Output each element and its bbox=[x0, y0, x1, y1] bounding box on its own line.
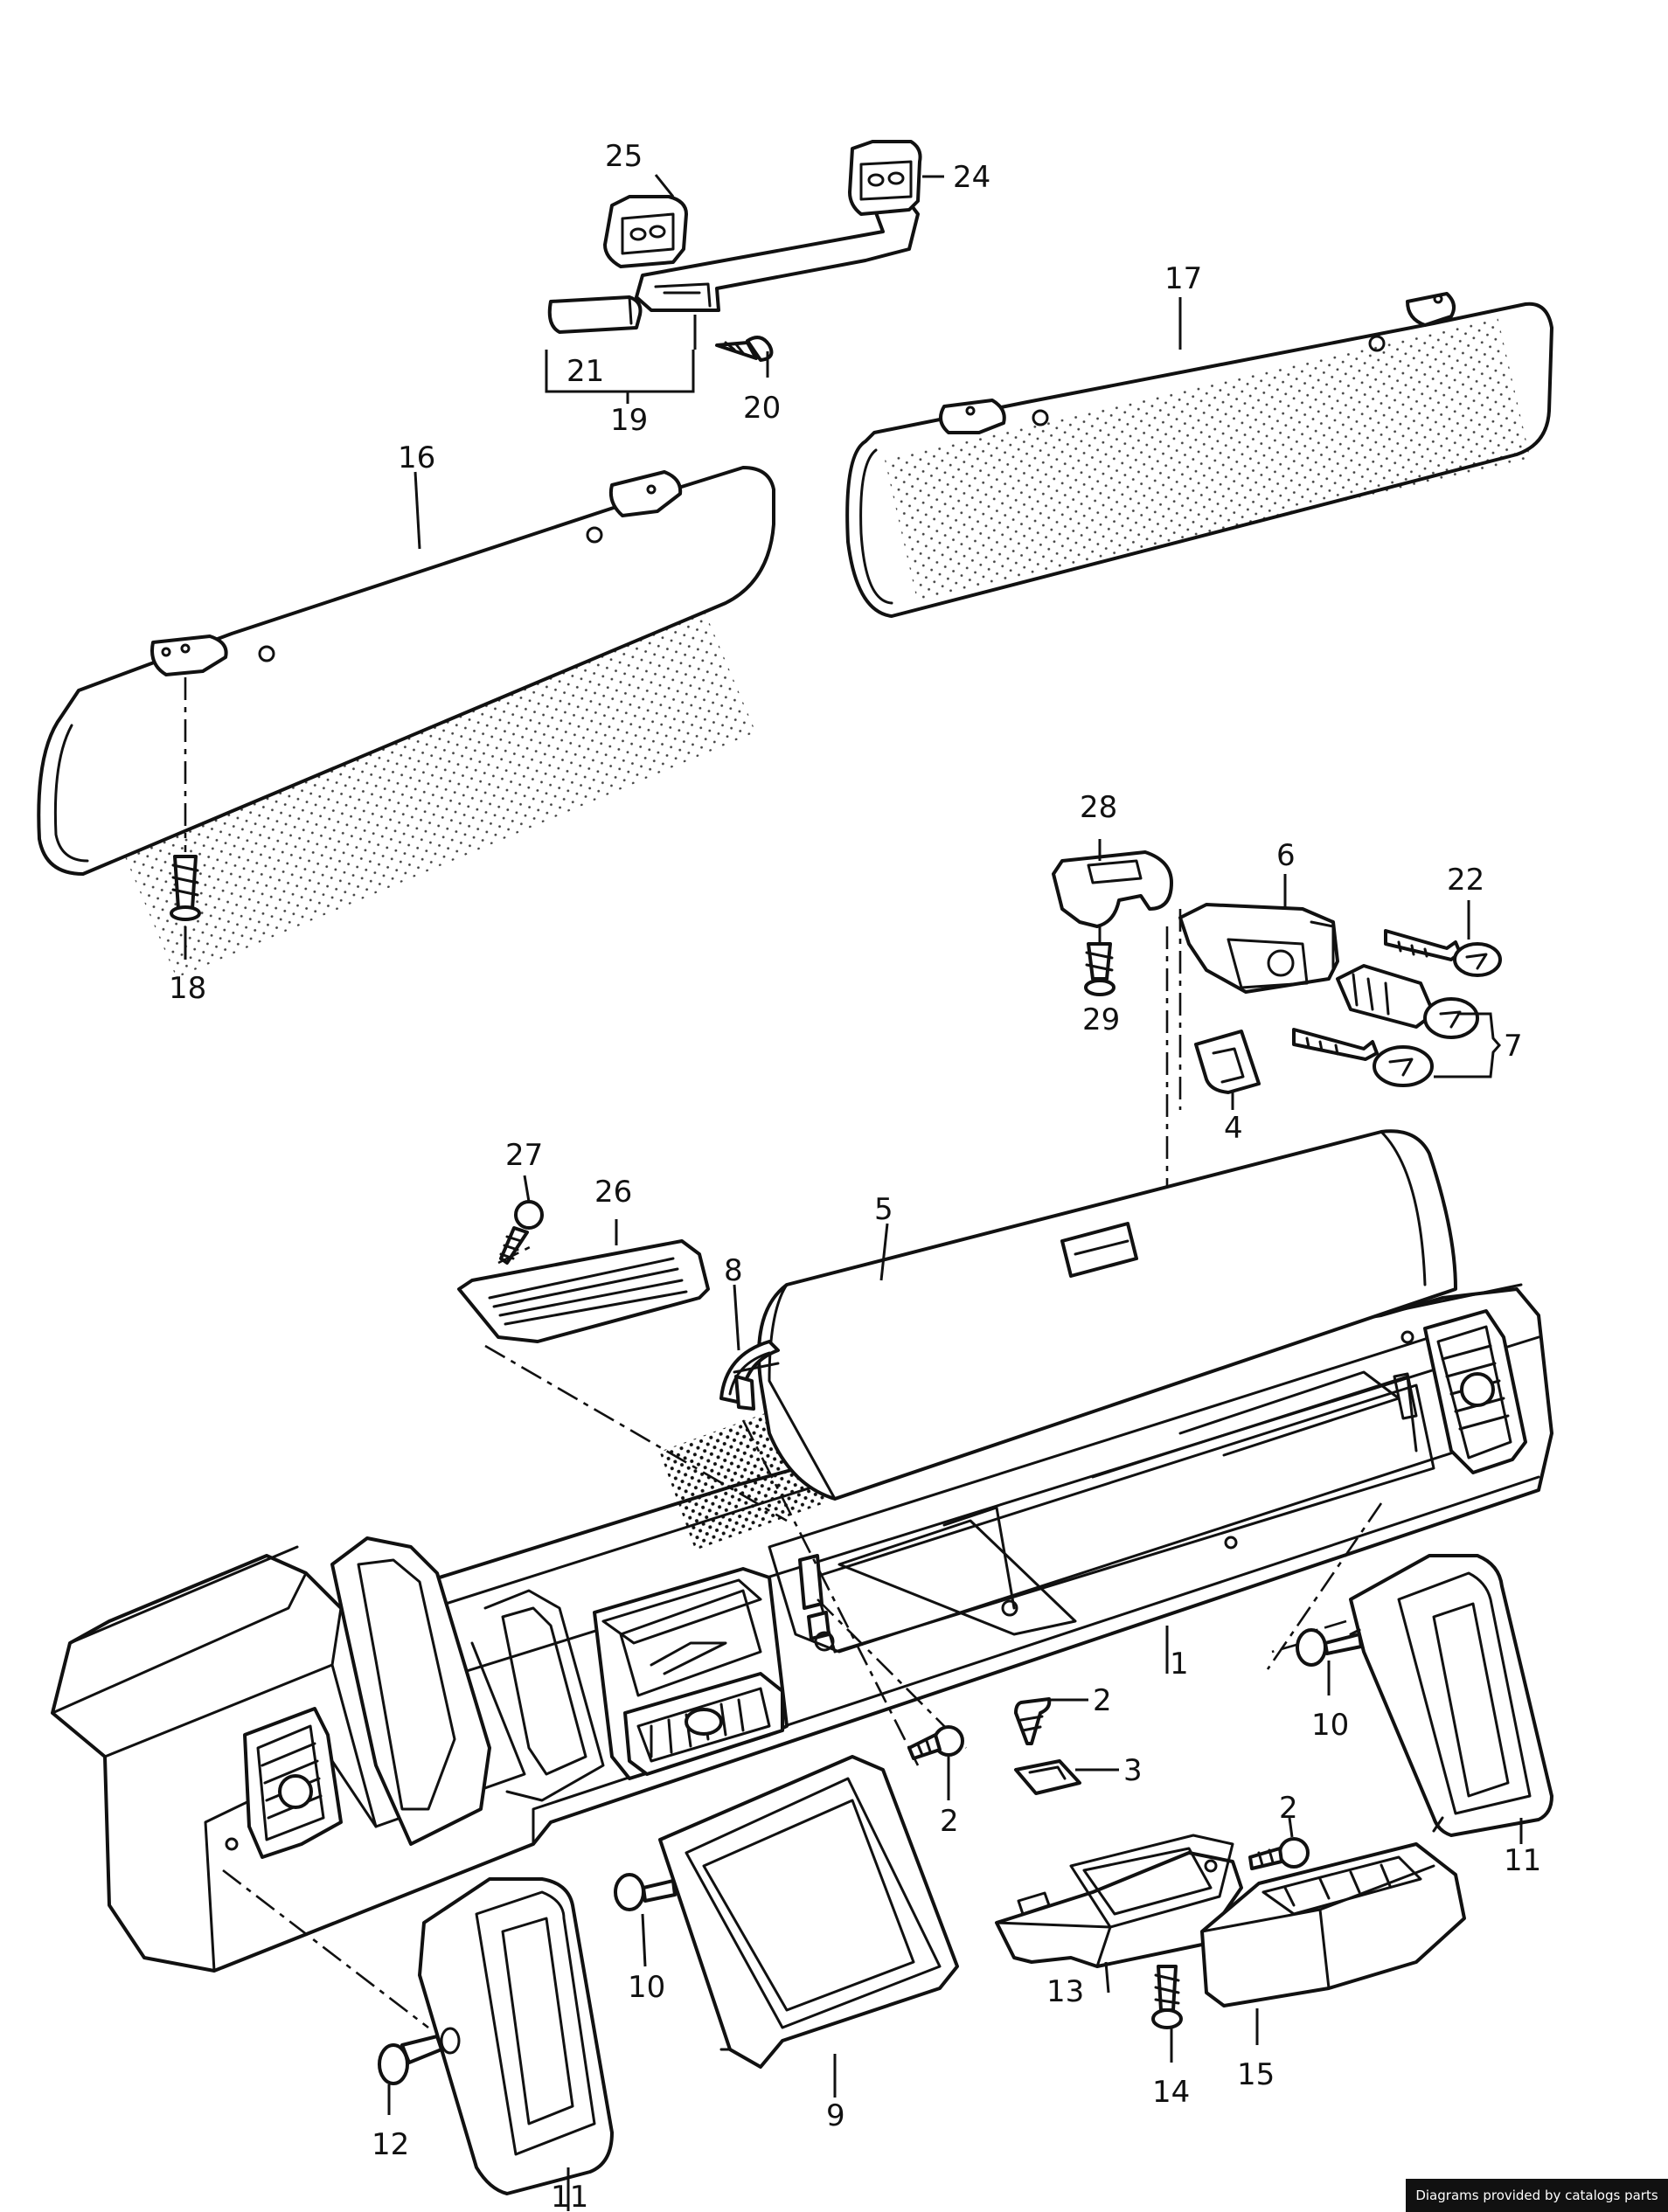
clip-10-left bbox=[614, 1873, 677, 1911]
callout-12: 12 bbox=[372, 2127, 409, 2162]
bracket-7 bbox=[1434, 1012, 1501, 1078]
callout-27: 27 bbox=[505, 1138, 543, 1173]
ashtray-15 bbox=[1200, 1842, 1466, 2007]
callout-6: 6 bbox=[1276, 838, 1296, 873]
callout-17: 17 bbox=[1164, 261, 1202, 296]
end-cap-24 bbox=[848, 140, 922, 216]
key-22 bbox=[1384, 929, 1502, 977]
callout-8: 8 bbox=[724, 1253, 743, 1288]
cover-21 bbox=[547, 295, 643, 334]
bracket-8 bbox=[719, 1340, 780, 1411]
cover-plate-26 bbox=[457, 1239, 710, 1343]
leader-lines bbox=[387, 471, 1523, 2211]
bracket-19 bbox=[545, 350, 695, 393]
callout-15: 15 bbox=[1237, 2057, 1275, 2092]
callout-2-right: 2 bbox=[1279, 1791, 1298, 1826]
callout-25: 25 bbox=[605, 139, 643, 174]
callout-10-left: 10 bbox=[628, 1970, 665, 2005]
screw-29 bbox=[1084, 942, 1115, 996]
callout-9: 9 bbox=[826, 2098, 845, 2133]
key-7 bbox=[1292, 1028, 1434, 1087]
screw-2-right bbox=[1248, 1837, 1310, 1870]
speed-nut-3 bbox=[1014, 1759, 1081, 1795]
callout-11-left: 11 bbox=[551, 2180, 588, 2212]
callout-16: 16 bbox=[398, 440, 435, 475]
trim-11-left bbox=[418, 1877, 614, 2195]
trim-11-right bbox=[1349, 1554, 1553, 1837]
lock-cylinder-7 bbox=[1336, 964, 1479, 1039]
callout-24: 24 bbox=[953, 160, 990, 195]
callout-10-right: 10 bbox=[1311, 1708, 1349, 1743]
lock-clip-4 bbox=[1194, 1030, 1261, 1094]
lock-housing-6 bbox=[1178, 903, 1339, 994]
screw-12 bbox=[378, 2035, 443, 2085]
callout-21: 21 bbox=[566, 354, 604, 389]
callout-13: 13 bbox=[1046, 1974, 1084, 2009]
sun-visor-left bbox=[37, 466, 775, 978]
callout-29: 29 bbox=[1082, 1002, 1120, 1037]
glovebox-lid-5 bbox=[757, 1129, 1457, 1501]
screw-27 bbox=[499, 1200, 544, 1265]
credit-banner: Diagrams provided by catalogs parts bbox=[1406, 2179, 1668, 2212]
screw-20 bbox=[715, 336, 774, 362]
callout-2-mid: 2 bbox=[940, 1804, 959, 1839]
callout-26: 26 bbox=[594, 1175, 632, 1210]
screw-18 bbox=[170, 855, 201, 921]
callout-5: 5 bbox=[874, 1192, 893, 1227]
trim-9 bbox=[658, 1755, 959, 2069]
callout-2-upper: 2 bbox=[1093, 1683, 1112, 1718]
callout-19: 19 bbox=[610, 403, 648, 438]
dashboard-1 bbox=[51, 1283, 1553, 1973]
callout-11-right: 11 bbox=[1504, 1843, 1541, 1878]
callout-1: 1 bbox=[1170, 1647, 1189, 1682]
sun-visor-right bbox=[845, 292, 1553, 618]
end-cap-25 bbox=[603, 195, 688, 268]
callout-7: 7 bbox=[1504, 1029, 1523, 1064]
callout-4: 4 bbox=[1224, 1111, 1243, 1146]
callout-3: 3 bbox=[1123, 1753, 1143, 1788]
callout-18: 18 bbox=[169, 971, 206, 1006]
screw-14 bbox=[1151, 1965, 1183, 2029]
callout-22: 22 bbox=[1447, 863, 1484, 898]
callouts: 1 2 2 2 3 4 5 6 7 8 9 10 10 11 11 12 13 … bbox=[169, 139, 1541, 2212]
screw-2-mid bbox=[907, 1725, 964, 1760]
screw-2-upper bbox=[1014, 1697, 1052, 1745]
callout-20: 20 bbox=[743, 391, 781, 426]
callout-28: 28 bbox=[1080, 790, 1117, 825]
callout-14: 14 bbox=[1152, 2075, 1190, 2110]
catch-28 bbox=[1052, 850, 1173, 928]
